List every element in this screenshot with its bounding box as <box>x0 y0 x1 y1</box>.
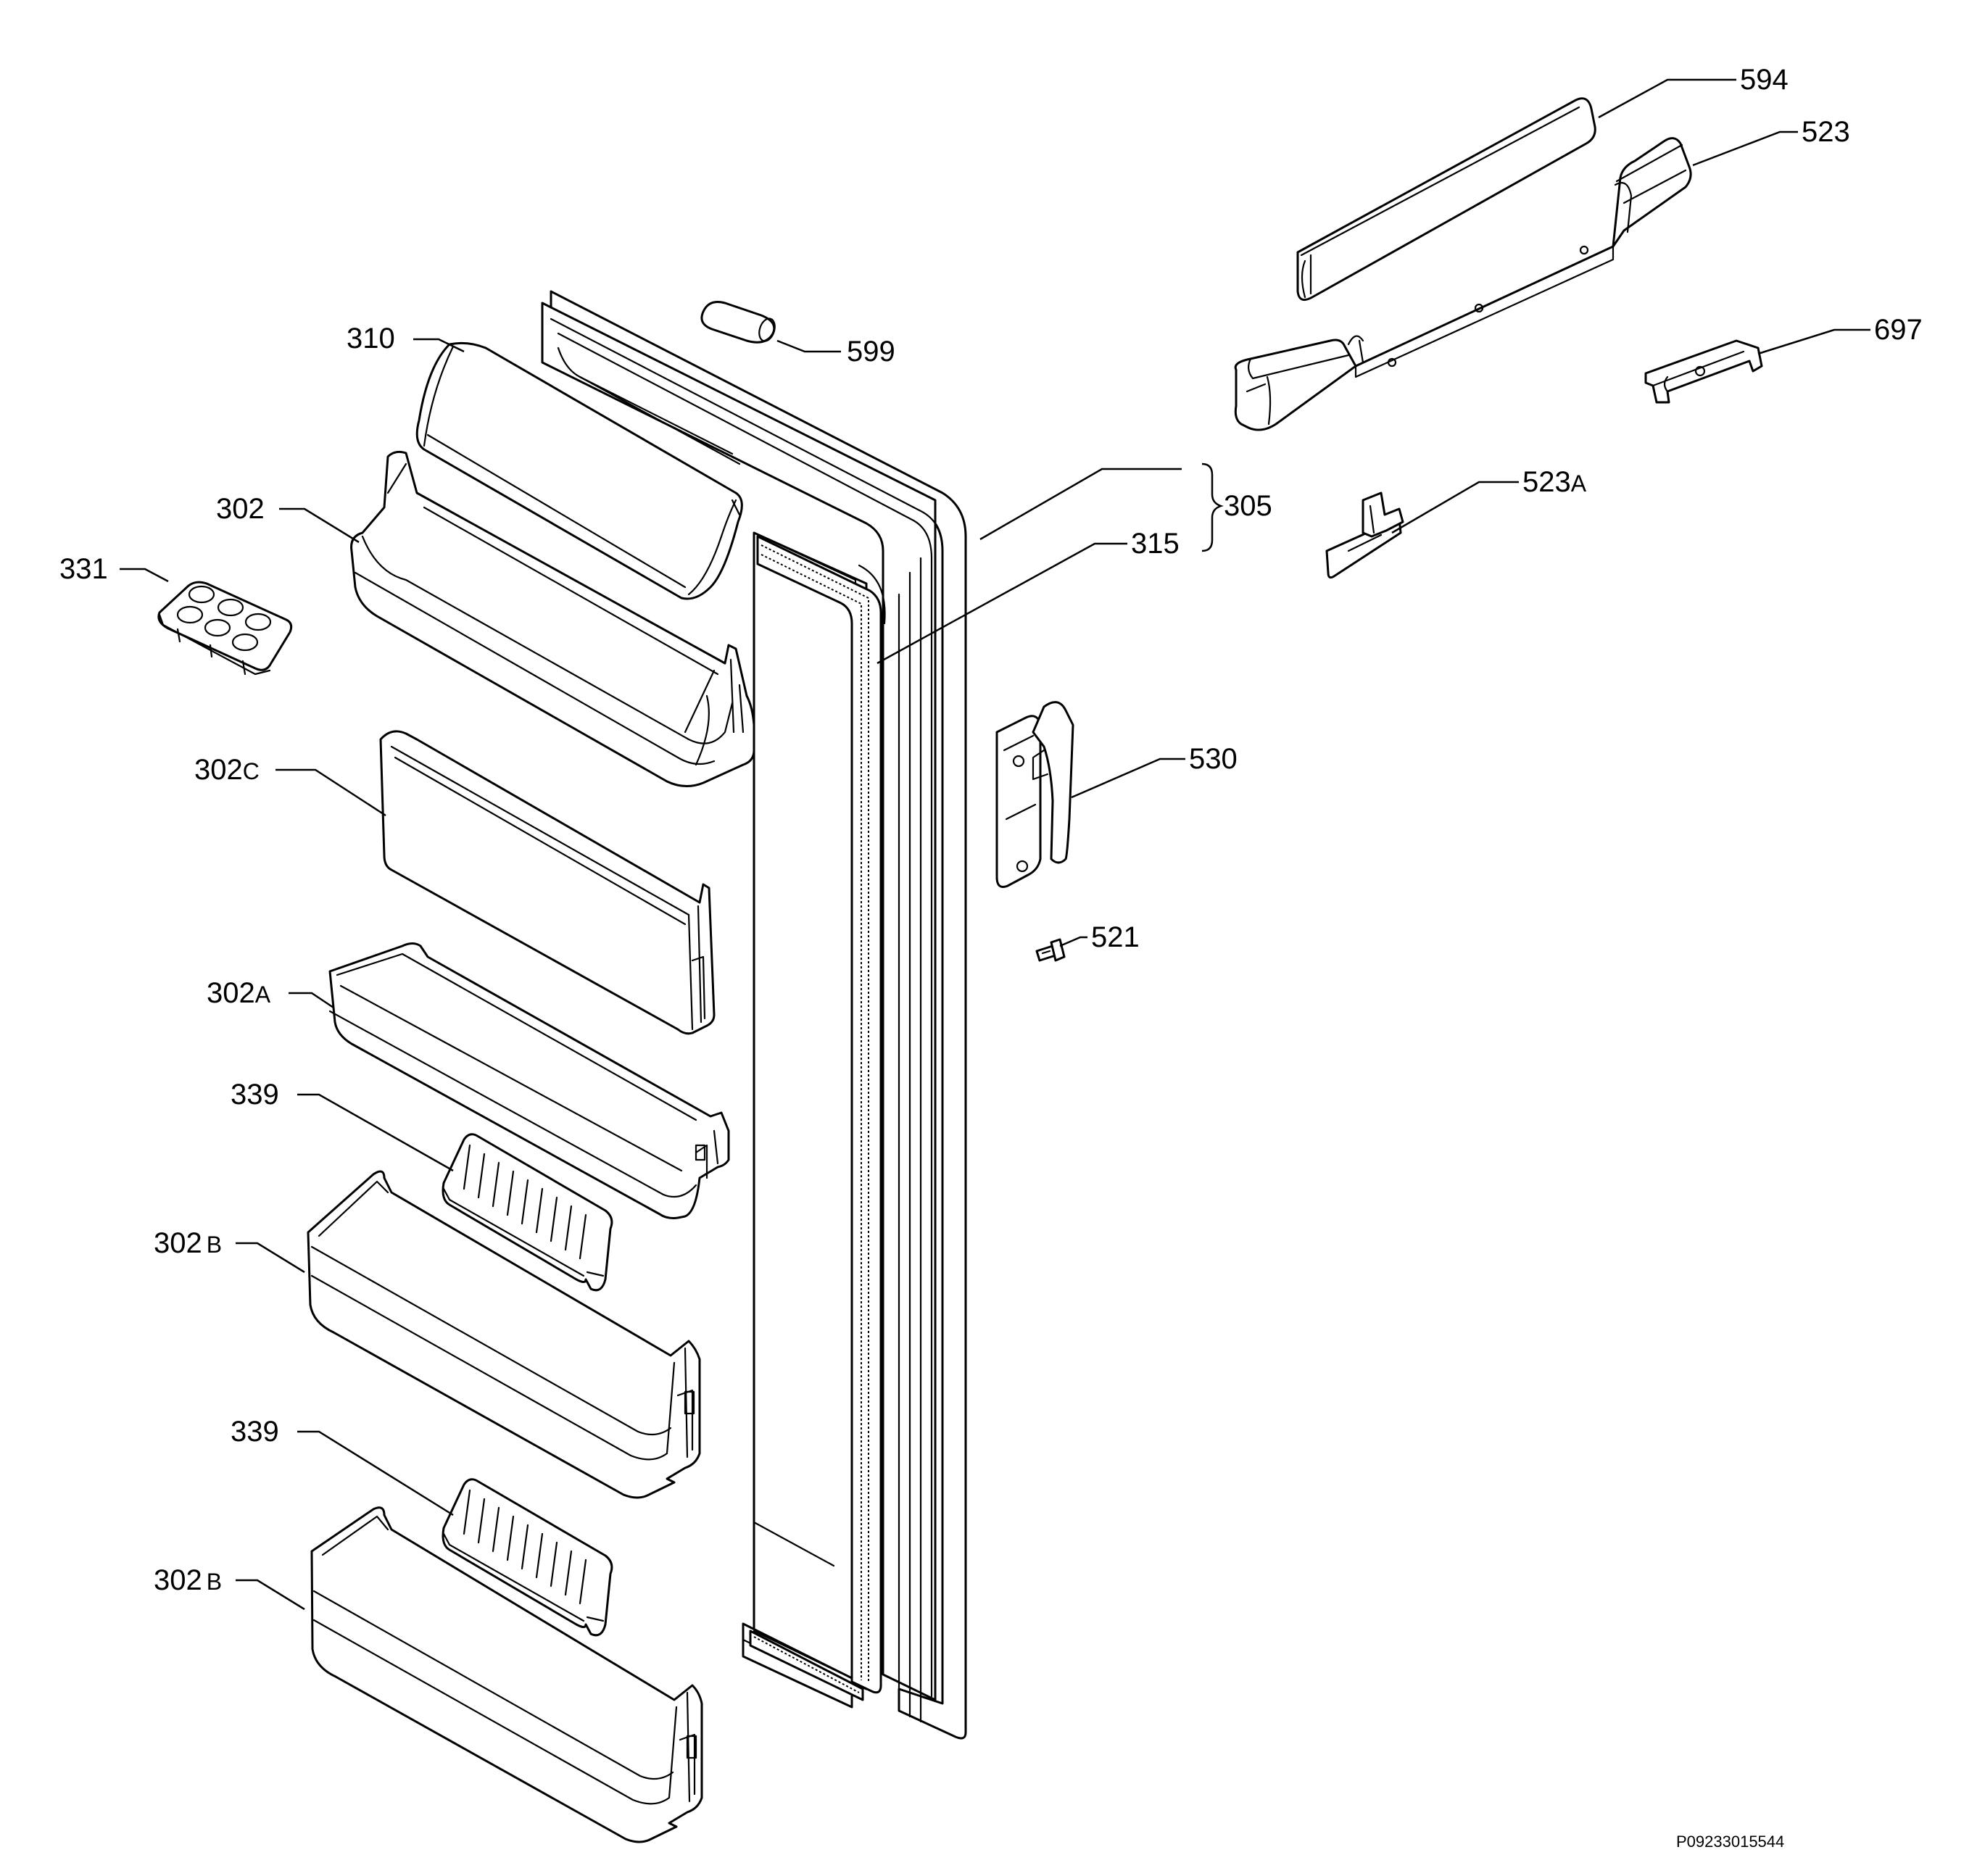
label-594: 594 <box>1740 64 1789 96</box>
leader-302C <box>275 768 386 817</box>
label-697: 697 <box>1874 314 1923 346</box>
leader-302 <box>279 507 360 544</box>
label-302C: 302C <box>194 754 260 786</box>
leader-302A <box>289 992 334 1009</box>
clip-697[interactable] <box>1644 339 1763 404</box>
leader-302Ba <box>236 1242 305 1274</box>
shelf-divider-339-lower[interactable] <box>442 1478 613 1637</box>
leader-594 <box>1598 78 1736 119</box>
brace-305 <box>1201 462 1224 552</box>
label-331: 331 <box>59 553 108 585</box>
egg-tray-331[interactable] <box>157 581 293 676</box>
label-339a: 339 <box>231 1079 279 1111</box>
door-shelf-302A[interactable] <box>328 942 730 1219</box>
leader-331 <box>120 568 169 583</box>
screw-521[interactable] <box>1035 938 1066 962</box>
bracket-523A[interactable] <box>1325 491 1404 579</box>
pin-599[interactable] <box>700 301 778 344</box>
dairy-flap-310[interactable] <box>415 341 743 600</box>
label-339b: 339 <box>231 1416 279 1448</box>
label-315: 315 <box>1131 528 1180 560</box>
label-302A: 302A <box>207 977 271 1009</box>
label-521: 521 <box>1091 921 1140 953</box>
door-shelf-302B-upper[interactable] <box>307 1170 701 1499</box>
door-gasket-315[interactable] <box>749 535 882 1701</box>
leader-339b <box>297 1430 454 1516</box>
label-599: 599 <box>847 336 895 368</box>
leader-523A <box>1391 481 1519 534</box>
leader-530 <box>1071 758 1185 799</box>
leader-lines <box>120 78 1870 1611</box>
door-shelf-302C[interactable] <box>379 730 716 1035</box>
handle-bar-523[interactable] <box>1234 137 1692 431</box>
leader-523 <box>1692 130 1798 167</box>
label-302: 302 <box>216 493 265 525</box>
leader-697 <box>1757 328 1870 355</box>
leader-305 <box>979 468 1182 541</box>
label-530: 530 <box>1189 743 1238 775</box>
hinge-latch-530[interactable] <box>995 701 1074 888</box>
shelf-divider-339-upper[interactable] <box>442 1133 613 1292</box>
leader-521 <box>1059 936 1087 947</box>
callout-labels: 594 523 697 599 310 305 315 523A 302 331… <box>59 64 1923 1851</box>
leader-302Bb <box>236 1579 305 1611</box>
label-523: 523 <box>1802 116 1850 148</box>
door-shelf-302B-lower[interactable] <box>310 1506 703 1843</box>
leader-310 <box>413 338 465 353</box>
label-523A: 523A <box>1522 466 1587 498</box>
leader-339a <box>297 1093 454 1172</box>
label-310: 310 <box>347 323 395 354</box>
leader-315 <box>877 542 1127 665</box>
label-305: 305 <box>1224 490 1272 522</box>
drawing-code: P09233015544 <box>1676 1833 1784 1851</box>
leader-599 <box>776 339 841 353</box>
handle-cover-594[interactable] <box>1296 97 1596 302</box>
door-shelf-302[interactable] <box>350 450 755 787</box>
